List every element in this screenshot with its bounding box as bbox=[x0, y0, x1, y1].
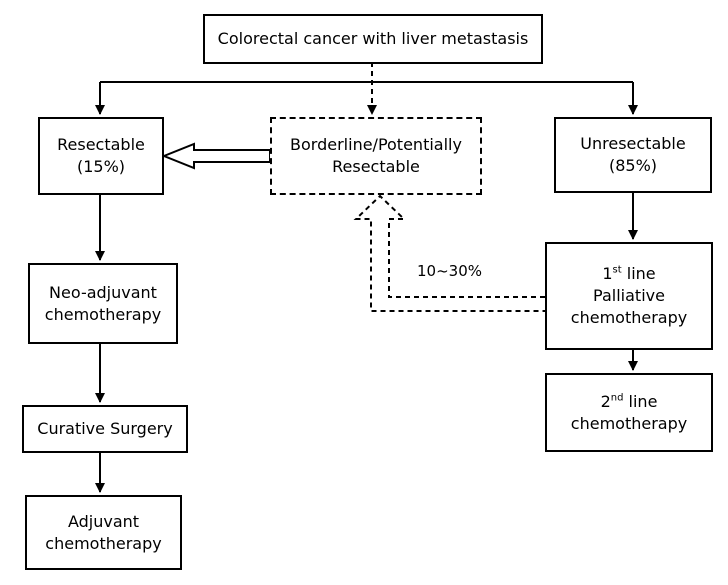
node-unresectable: Unresectable (85%) bbox=[554, 117, 712, 193]
node-borderline: Borderline/Potentially Resectable bbox=[270, 117, 482, 195]
conversion-rate-label: 10~30% bbox=[417, 262, 482, 280]
node-first-line-line2: Palliative bbox=[593, 286, 665, 305]
node-first-line: 1st line Palliative chemotherapy bbox=[545, 242, 713, 350]
node-borderline-line1: Borderline/Potentially bbox=[290, 135, 462, 154]
node-unresectable-line1: Unresectable bbox=[580, 134, 686, 153]
first-line-ordinal: st bbox=[612, 264, 622, 276]
dashed-hollow-arrow-conversion bbox=[353, 194, 545, 312]
node-adjuvant-line1: Adjuvant bbox=[67, 511, 140, 531]
node-resectable-line2: (15%) bbox=[76, 157, 126, 176]
second-line-number: 2 bbox=[600, 391, 611, 411]
node-root-label: Colorectal cancer with liver metastasis bbox=[217, 29, 529, 48]
node-adjuvant-line2: chemotherapy bbox=[45, 533, 162, 553]
node-second-line: 2nd line chemotherapy bbox=[545, 373, 713, 452]
node-neoadjuvant: Neo-adjuvant chemotherapy bbox=[28, 263, 178, 344]
node-neoadjuvant-line1: Neo-adjuvant bbox=[49, 282, 157, 302]
node-curative-surgery-label: Curative Surgery bbox=[37, 419, 173, 438]
node-curative-surgery: Curative Surgery bbox=[22, 405, 188, 453]
node-resectable: Resectable (15%) bbox=[38, 117, 164, 195]
node-unresectable-line2: (85%) bbox=[608, 156, 658, 175]
node-first-line-line3: chemotherapy bbox=[570, 308, 688, 327]
node-adjuvant: Adjuvant chemotherapy bbox=[25, 495, 182, 570]
hollow-arrow-borderline-to-resectable bbox=[161, 142, 271, 170]
second-line-word: line bbox=[623, 391, 658, 411]
node-root: Colorectal cancer with liver metastasis bbox=[203, 14, 543, 64]
node-second-line-line1: 2nd line bbox=[601, 391, 658, 413]
node-neoadjuvant-line2: chemotherapy bbox=[44, 304, 162, 324]
first-line-number: 1 bbox=[602, 264, 613, 283]
node-second-line-line2: chemotherapy bbox=[570, 413, 688, 433]
node-first-line-line1: 1st line bbox=[602, 263, 655, 285]
second-line-ordinal: nd bbox=[610, 392, 624, 404]
first-line-word: line bbox=[621, 264, 656, 283]
node-borderline-line2: Resectable bbox=[332, 157, 420, 176]
node-resectable-line1: Resectable bbox=[57, 135, 145, 154]
